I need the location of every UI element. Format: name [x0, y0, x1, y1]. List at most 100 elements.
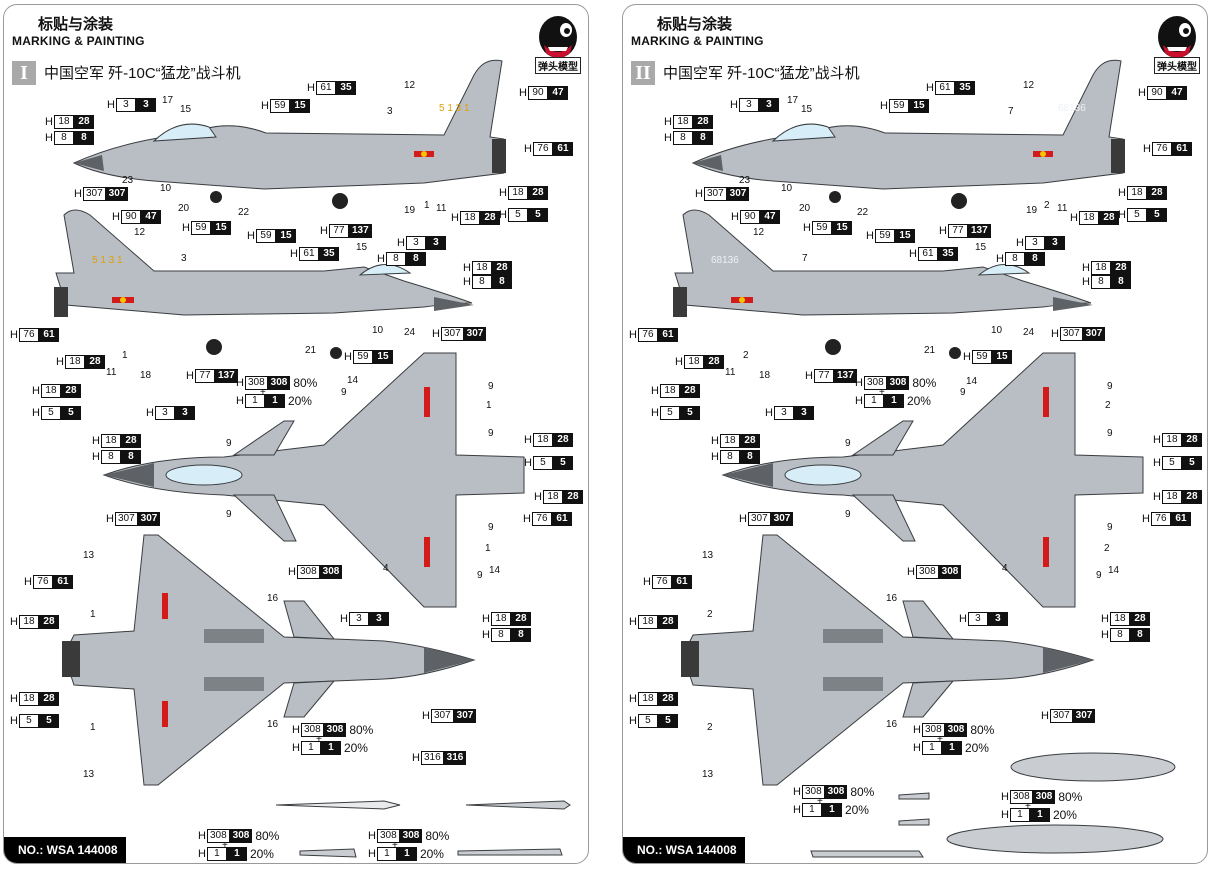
roundel-star-shape: [1040, 151, 1046, 157]
decal-callout-number: 12: [1023, 80, 1035, 91]
mix-percent: 80%: [293, 376, 318, 390]
mix-plus: +: [879, 387, 885, 398]
decal-callout-number: 9: [845, 509, 851, 520]
paint-code: 308: [319, 565, 343, 579]
decal-callout-number: 14: [1108, 565, 1120, 576]
paint-code: 90: [1146, 86, 1167, 100]
paint-prefix: H: [711, 451, 719, 463]
paint-code: 1: [801, 803, 822, 817]
paint-prefix: H: [1138, 87, 1146, 99]
paint-prefix: H: [959, 613, 967, 625]
airframe-shape: [102, 352, 525, 608]
paint-code: 307: [726, 187, 750, 201]
nose-cone-shape: [1053, 297, 1093, 311]
paint-prefix: H: [236, 395, 244, 407]
paint-code: 90: [527, 86, 548, 100]
decal-callout-number: 2: [1044, 200, 1050, 211]
paint-prefix: H: [292, 724, 300, 736]
paint-prefix: H: [939, 225, 947, 237]
decal-callout-number: 4: [1002, 563, 1008, 574]
paint-code: 8: [672, 131, 693, 145]
canopy-shape: [784, 464, 862, 486]
aircraft-drawings: 5 1 3 15 1 3 1: [54, 59, 571, 858]
paint-prefix: H: [1118, 209, 1126, 221]
paint-code: 15: [210, 221, 231, 235]
paint-code: 307: [82, 187, 106, 201]
mix-percent: 80%: [912, 376, 937, 390]
paint-code: 90: [739, 210, 760, 224]
paint-prefix: H: [913, 742, 921, 754]
paint-code: 5: [40, 406, 61, 420]
title-en: MARKING & PAINTING: [631, 34, 764, 48]
paint-prefix: H: [1082, 276, 1090, 288]
paint-code: 28: [703, 355, 724, 369]
paint-prefix: H: [432, 328, 440, 340]
paint-prefix: H: [765, 407, 773, 419]
paint-code: 308: [206, 829, 230, 843]
nose-cone-shape: [723, 463, 773, 487]
decal-callout-number: 9: [1096, 570, 1102, 581]
paint-code: 1: [821, 803, 842, 817]
paint-code: 8: [1024, 252, 1045, 266]
paint-code: 8: [1129, 628, 1150, 642]
mix-percent: 20%: [844, 803, 869, 817]
paint-code: 18: [659, 384, 680, 398]
paint-code: 307: [1059, 327, 1083, 341]
paint-prefix: H: [1101, 629, 1109, 641]
paint-code: 28: [1098, 211, 1119, 225]
decal-callout-number: 9: [488, 522, 494, 533]
mix-percent: 80%: [850, 785, 875, 799]
mix-plus: +: [316, 734, 322, 745]
paint-prefix: H: [695, 188, 703, 200]
paint-prefix: H: [32, 407, 40, 419]
paint-prefix: H: [106, 513, 114, 525]
paint-prefix: H: [996, 253, 1004, 265]
decal-callout-number: 1: [90, 609, 96, 620]
paint-prefix: H: [1143, 143, 1151, 155]
top-view: [102, 352, 525, 608]
nozzle-shape: [673, 287, 687, 317]
paint-code: 15: [908, 99, 929, 113]
paint-code: 18: [532, 433, 553, 447]
mix-percent: 80%: [1058, 790, 1083, 804]
brand-name: 弹头模型: [1154, 57, 1200, 74]
paint-code: 8: [490, 628, 511, 642]
mix-percent: 20%: [964, 741, 989, 755]
wheel-shape: [825, 339, 841, 355]
paint-prefix: H: [10, 693, 18, 705]
paint-code: 5: [532, 456, 553, 470]
paint-code: 18: [719, 434, 740, 448]
paint-prefix: H: [198, 848, 206, 860]
paint-code: 8: [385, 252, 406, 266]
paint-prefix: H: [880, 100, 888, 112]
scheme-subtitle: 中国空军 歼-10C“猛龙”战斗机: [663, 65, 860, 82]
paint-prefix: H: [909, 248, 917, 260]
bottom-view: [681, 534, 1095, 786]
paint-code: 8: [471, 275, 492, 289]
paint-code: 28: [679, 384, 700, 398]
